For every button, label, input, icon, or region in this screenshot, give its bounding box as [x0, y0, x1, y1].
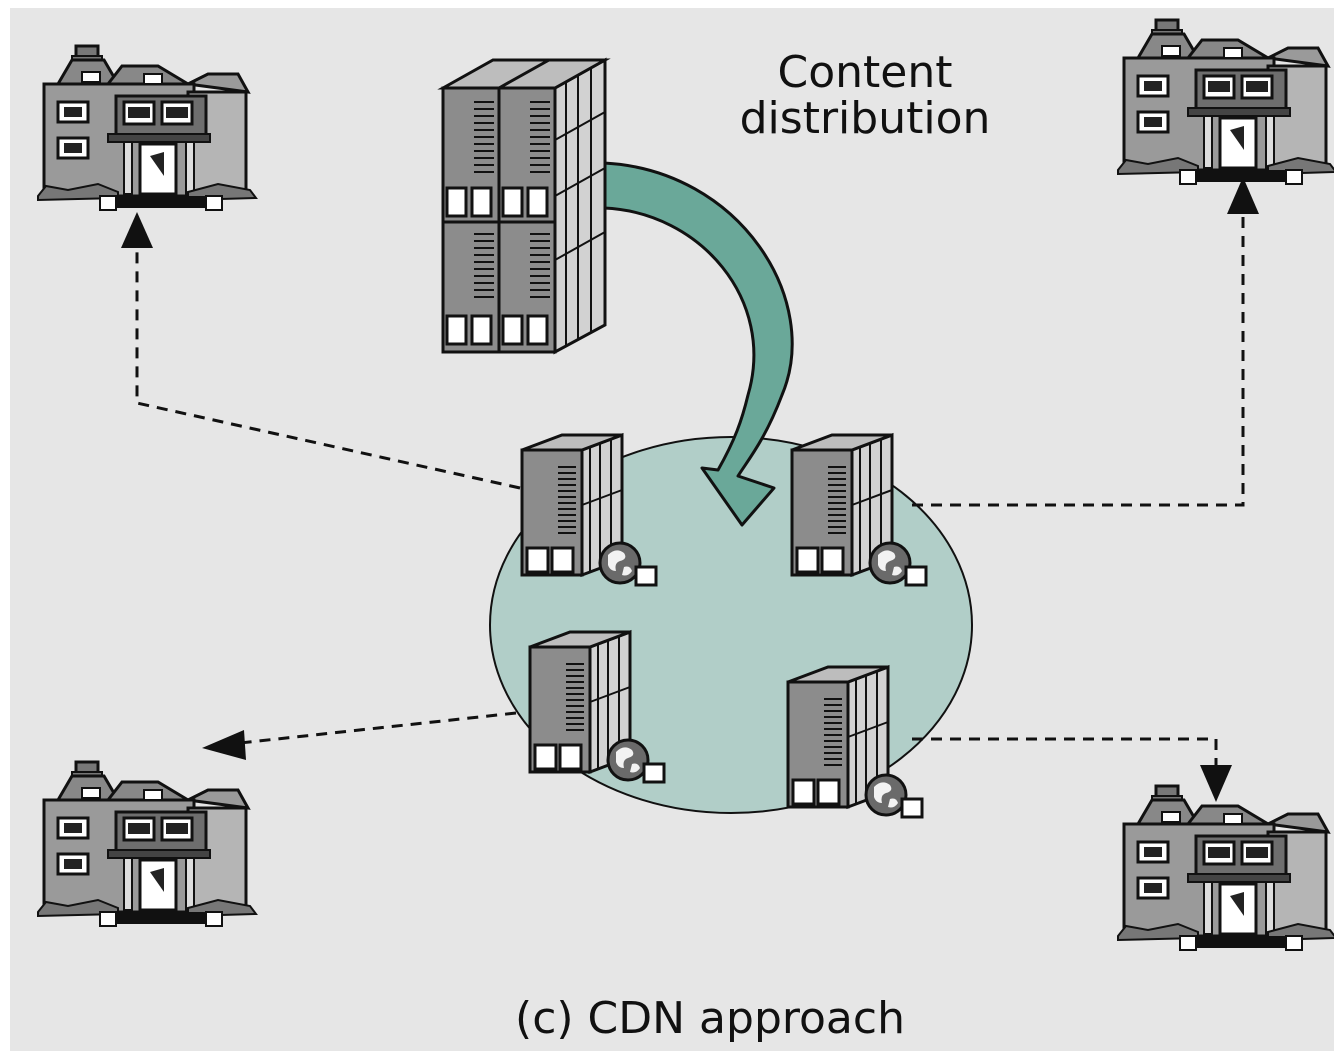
- delivery-paths: [135, 210, 1245, 770]
- arrowhead-left: [202, 730, 246, 760]
- arrowhead-up-left: [121, 212, 153, 248]
- house-top-left-icon: [36, 44, 258, 212]
- arrowhead-up-right: [1227, 177, 1259, 214]
- content-distribution-label: Content distribution: [730, 47, 1000, 145]
- house-bottom-left-icon: [36, 760, 258, 928]
- content-distribution-line1: Content: [777, 47, 953, 98]
- arrowheads: [121, 177, 1259, 802]
- arrowhead-down-right: [1200, 765, 1232, 802]
- path-top-left: [135, 246, 521, 490]
- figure-caption: (c) CDN approach: [515, 993, 905, 1044]
- content-distribution-line2: distribution: [739, 93, 991, 145]
- path-bottom-left: [239, 711, 517, 745]
- path-top-right: [912, 210, 1245, 507]
- house-top-right-icon: [1116, 18, 1334, 186]
- house-bottom-right-icon: [1116, 784, 1334, 952]
- path-bottom-right: [912, 737, 1218, 770]
- origin-server-icon: [437, 57, 611, 355]
- content-distribution-arrow: [602, 161, 794, 527]
